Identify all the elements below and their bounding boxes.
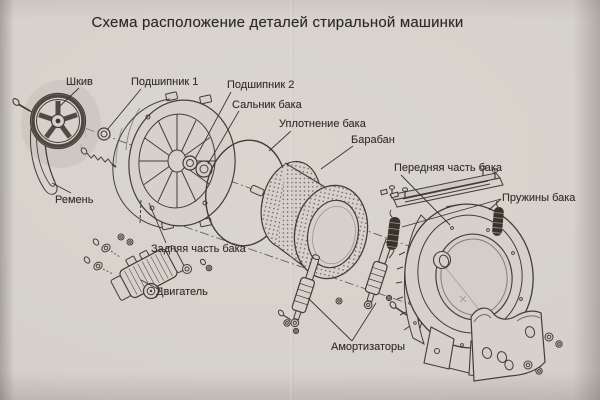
label-bearing1: Подшипник 1 <box>131 76 199 88</box>
leader-lines <box>51 87 502 342</box>
spring-left <box>386 209 401 259</box>
pulley-drawing <box>29 92 87 150</box>
label-motor: Двигатель <box>156 286 208 298</box>
bearing2-ring <box>182 155 198 171</box>
rear-tub-drawing <box>112 91 236 231</box>
label-tank-gasket: Уплотнение бака <box>279 118 366 130</box>
motor-drawing <box>83 233 213 301</box>
label-bearing2: Подшипник 2 <box>227 79 295 91</box>
label-pulley: Шкив <box>66 76 93 88</box>
bearing1-ring <box>97 127 111 141</box>
label-tank-front: Передняя часть бака <box>394 162 502 174</box>
label-shock-absorbers: Амортизаторы <box>331 341 406 353</box>
label-belt: Ремень <box>55 194 94 206</box>
top-bar-drawing <box>379 165 504 208</box>
counterweight-drawing <box>470 307 563 382</box>
label-tank-rear: Задняя часть бака <box>151 243 246 255</box>
diagram-title: Схема расположение деталей стиральной ма… <box>91 14 464 31</box>
shock-absorber-left <box>290 254 321 328</box>
shock-absorber-right <box>363 238 393 310</box>
shock-fasteners <box>277 294 423 335</box>
label-tank-oil-seal: Сальник бака <box>232 99 302 111</box>
label-tank-springs: Пружины бака <box>502 192 576 204</box>
spring-right <box>491 200 504 236</box>
drum-drawing <box>250 160 369 280</box>
bolt-top-left <box>12 98 34 113</box>
label-drum: Барабан <box>351 134 395 146</box>
